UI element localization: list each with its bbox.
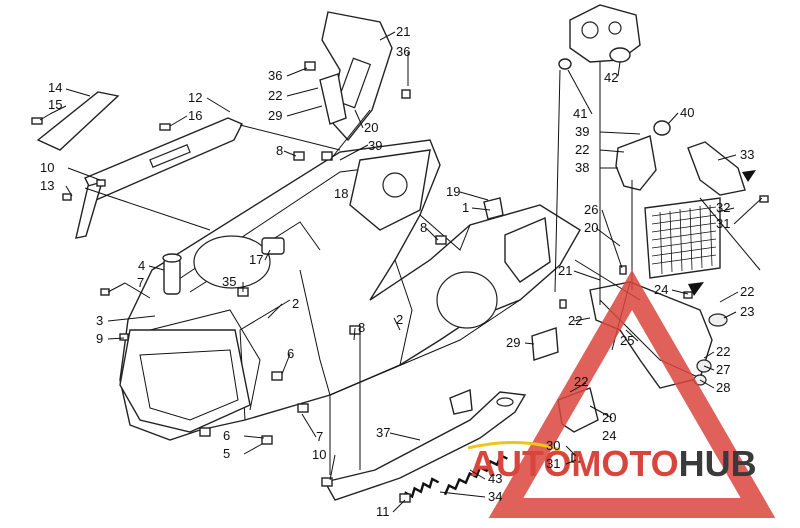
callout-label: 11 [376,504,390,519]
callout-label: 21 [396,24,410,39]
callout-label: 20 [602,410,616,425]
callout-label: 29 [506,335,520,350]
callout-label: 43 [488,471,502,486]
callout-label: 24 [654,282,668,297]
callout-label: 6 [287,346,294,361]
callout-label: 20 [584,220,598,235]
arrow-marker-icon [688,282,704,296]
callout-label: 22 [574,374,588,389]
callout-label: 34 [488,489,502,504]
callout-label: 17 [249,252,263,267]
callout-label: 26 [584,202,598,217]
spring-43-part [443,453,508,496]
side-bar-part [75,180,104,239]
callout-label: 5 [223,446,230,461]
callout-label: 12 [188,90,202,105]
callout-label: 29 [268,108,282,123]
svg-text:AUTOMOTOHUB: AUTOMOTOHUB [470,443,757,484]
callout-label: 3 [96,313,103,328]
plate-29-part [531,327,559,361]
callout-label: 39 [575,124,589,139]
bracket-38-part [615,135,657,191]
callout-label: 22 [716,344,730,359]
callout-label: 2 [396,312,403,327]
callout-label: 41 [573,106,587,121]
callout-label: 25 [620,333,634,348]
callout-label: 24 [602,428,616,443]
callout-label: 20 [364,120,378,135]
small-bracket-part [483,197,504,220]
callout-label: 1 [462,200,469,215]
fasteners [31,61,769,503]
callout-label: 7 [137,275,144,290]
running-board-part [323,391,527,501]
callout-label: 16 [188,108,202,123]
callout-label: 38 [575,160,589,175]
callout-label: 14 [48,80,62,95]
callout-label: 31 [716,216,730,231]
callout-label: 30 [546,438,560,453]
callout-label: 33 [740,147,754,162]
shock-part [163,257,181,295]
callout-label: 15 [48,97,62,112]
callout-label: 36 [396,44,410,59]
callout-label: 22 [568,313,582,328]
callout-label: 21 [558,263,572,278]
callout-label: 13 [40,178,54,193]
callout-label: 27 [716,362,730,377]
callout-label: 10 [40,160,54,175]
callout-label: 2 [292,296,299,311]
clamp-ring-part [653,120,671,136]
watermark-text-red: AUTOMOTO [470,443,679,484]
callout-label: 35 [222,274,236,289]
callout-label: 9 [96,331,103,346]
arrow-marker-icon [742,170,756,182]
callout-label: 42 [604,70,618,85]
callout-label: 19 [446,184,460,199]
callout-labels: 14 15 12 16 10 13 36 22 29 21 36 20 8 39… [40,24,754,519]
callout-label: 23 [740,304,754,319]
front-nose-part [119,329,251,433]
watermark-swoosh [467,441,561,452]
callout-label: 28 [716,380,730,395]
callout-label: 8 [276,143,283,158]
parts-art [31,4,769,503]
callout-label: 39 [368,138,382,153]
callout-label: 37 [376,425,390,440]
watermark-text-dark: HUB [679,443,757,484]
callout-label: 7 [316,429,323,444]
callout-label: 40 [680,105,694,120]
callout-label: 22 [268,88,282,103]
callout-label: 4 [138,258,145,273]
watermark-triangle [488,270,776,518]
callout-label: 8 [420,220,427,235]
callout-label: 10 [312,447,326,462]
guard-33-part [687,141,746,196]
callout-label: 31 [546,456,560,471]
callout-label: 8 [358,320,365,335]
callout-leaders [39,31,763,513]
bushing-part [261,237,285,255]
callout-label: 18 [334,186,348,201]
callout-label: 22 [575,142,589,157]
watermark: AUTOMOTOHUB [467,270,776,518]
callout-label: 6 [223,428,230,443]
callout-label: 32 [716,200,730,215]
heat-exchanger-part [644,197,721,279]
callout-label: 36 [268,68,282,83]
callout-label: 22 [740,284,754,299]
upper-bar-part [36,91,120,151]
